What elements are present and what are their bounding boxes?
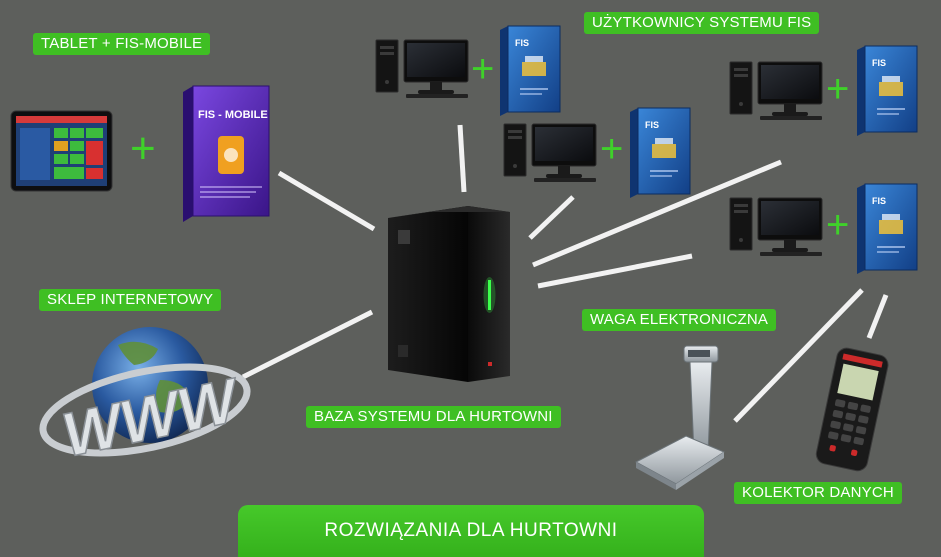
barcode-scanner-icon [815,347,889,472]
globe-icon: WWW [39,327,251,471]
desktop-computer-icon [729,197,823,257]
connection-lines [241,124,889,423]
software-box-icon: FIS [856,45,918,137]
link-collector [866,294,889,339]
desktop-computer-icon [503,123,597,183]
label-shop: SKLEP INTERNETOWY [39,289,222,311]
footer-banner: ROZWIĄZANIA DLA HURTOWNI [238,505,704,557]
fis-mobile-box-title: FIS - MOBILE [198,109,268,121]
label-scale: WAGA ELEKTRONICZNA [582,309,777,331]
plus-sign: + [600,127,623,171]
fis-box-title: FIS [515,38,529,48]
software-box-icon: FIS [499,25,561,117]
desktop-computer-icon [729,61,823,121]
label-tablet: TABLET + FIS-MOBILE [33,33,211,55]
link-pc3-server [532,159,782,268]
plus-sign: + [471,47,494,91]
tablet-icon [10,110,113,192]
plus-sign: + [130,124,156,173]
plus-sign: + [826,67,849,111]
link-www-server [241,309,374,380]
desktop-computer-icon [375,39,469,99]
link-scale [733,288,864,423]
software-box-icon: FIS [629,107,691,199]
link-pc4-server [537,253,693,289]
label-collector: KOLEKTOR DANYCH [734,482,902,504]
server-icon [388,206,510,382]
fis-box-title: FIS [645,120,659,130]
link-pc1-server [457,124,467,193]
fis-mobile-box-icon: FIS - MOBILE [183,85,270,222]
plus-sign: + [826,203,849,247]
fis-box-title: FIS [872,58,886,68]
link-pc2-server [528,195,575,240]
software-box-icon: FIS [856,183,918,275]
label-users: UŻYTKOWNICY SYSTEMU FIS [584,12,820,34]
scale-icon [634,345,726,490]
label-database: BAZA SYSTEMU DLA HURTOWNI [306,406,561,428]
fis-box-title: FIS [872,196,886,206]
link-tablet-server [277,170,376,232]
